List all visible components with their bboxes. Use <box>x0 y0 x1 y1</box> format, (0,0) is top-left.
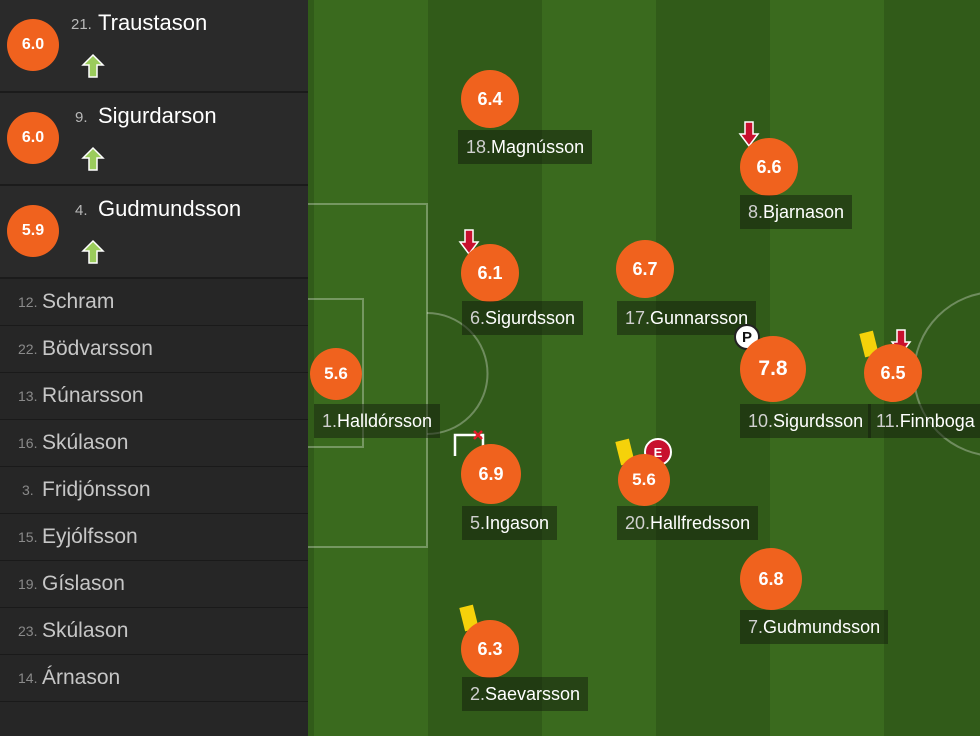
player-number: 20. <box>625 513 651 533</box>
rating-badge: 6.1 <box>461 244 519 302</box>
player-name: Fridjónsson <box>42 478 151 501</box>
player-label: 20.Hallfredsson <box>617 506 759 540</box>
rating-badge: 6.6 <box>740 138 798 196</box>
player-number: 6. <box>470 308 486 328</box>
player-name: Skúlason <box>42 431 129 454</box>
bench-player-row[interactable]: 14.Árnason <box>0 655 308 702</box>
player-number: 1. <box>322 411 338 431</box>
player-number: 9. <box>75 109 88 126</box>
player-name: Finnboga <box>899 411 975 431</box>
player-label: 7.Gudmundsson <box>740 610 889 644</box>
rating-badge: 5.6 <box>310 348 362 400</box>
player-number: 4. <box>75 202 88 219</box>
player-label: 2.Saevarsson <box>462 677 589 711</box>
player-label: 11.Finnboga <box>868 404 980 438</box>
player-number: 21. <box>71 16 92 33</box>
substitute-row[interactable]: 6.0 9. Sigurdarson <box>0 93 308 186</box>
player-number: 16. <box>18 435 38 451</box>
player-name: Gudmundsson <box>98 196 242 221</box>
player-number: 11. <box>876 411 900 431</box>
player-number: 12. <box>18 294 38 310</box>
sub-in-arrow-icon <box>81 53 105 78</box>
bench-player-row[interactable]: 3. Fridjónsson <box>0 467 308 514</box>
player-name: Skúlason <box>42 619 129 642</box>
bench-player-row[interactable]: 12.Schram <box>0 279 308 326</box>
rating-badge: 6.3 <box>461 620 519 678</box>
player-name: Árnason <box>42 666 121 689</box>
player-name: Eyjólfsson <box>42 525 138 548</box>
player-number: 19. <box>18 576 38 592</box>
player-name: Saevarsson <box>485 684 581 704</box>
player-name: Traustason <box>98 10 208 35</box>
player-label: 10.Sigurdsson <box>740 404 872 438</box>
player-name: Sigurdsson <box>485 308 576 328</box>
player-name: Ingason <box>485 513 550 533</box>
player-label: 1.Halldórsson <box>314 404 441 438</box>
player-number: 8. <box>748 202 764 222</box>
substitute-row[interactable]: 6.0 21. Traustason <box>0 0 308 93</box>
pitch: 6.4 18.Magnússon 6.6 8.Bjarnason 6.1 6.S… <box>308 0 980 736</box>
player-name: Magnússon <box>491 137 585 157</box>
player-name: Sigurdarson <box>98 103 217 128</box>
rating-badge: 6.5 <box>864 344 922 402</box>
player-name: Bödvarsson <box>42 337 153 360</box>
bench-player-row[interactable]: 23.Skúlason <box>0 608 308 655</box>
player-name: Rúnarsson <box>42 384 144 407</box>
player-number: 17. <box>625 308 651 328</box>
player-name: Schram <box>42 290 115 313</box>
substitute-row[interactable]: 5.9 4. Gudmundsson <box>0 186 308 279</box>
sub-in-arrow-icon <box>81 146 105 171</box>
player-name: Hallfredsson <box>650 513 751 533</box>
player-label: 17.Gunnarsson <box>617 301 757 335</box>
player-label: 18.Magnússon <box>458 130 593 164</box>
player-label: 8.Bjarnason <box>740 195 853 229</box>
player-label: 5.Ingason <box>462 506 558 540</box>
player-name: Bjarnason <box>763 202 845 222</box>
player-name: Gunnarsson <box>650 308 749 328</box>
rating-badge: 6.9 <box>461 444 521 504</box>
player-name: Gíslason <box>42 572 125 595</box>
player-number: 5. <box>470 513 486 533</box>
bench-player-row[interactable]: 19.Gíslason <box>0 561 308 608</box>
rating-badge: 5.9 <box>7 205 59 257</box>
player-number: 3. <box>22 482 34 498</box>
bench-player-row[interactable]: 15.Eyjólfsson <box>0 514 308 561</box>
player-name: Sigurdsson <box>773 411 864 431</box>
sidebar: 6.0 21. Traustason 6.0 9. Sigurdarson 5.… <box>0 0 308 736</box>
player-number: 13. <box>18 388 38 404</box>
bench-player-row[interactable]: 22.Bödvarsson <box>0 326 308 373</box>
rating-badge: 6.0 <box>7 19 59 71</box>
rating-badge: 6.7 <box>616 240 674 298</box>
rating-badge: 6.4 <box>461 70 519 128</box>
rating-badge: 6.0 <box>7 112 59 164</box>
player-label: 6.Sigurdsson <box>462 301 584 335</box>
player-name: Halldórsson <box>337 411 433 431</box>
rating-badge: 6.8 <box>740 548 802 610</box>
player-number: 15. <box>18 529 38 545</box>
player-number: 23. <box>18 623 38 639</box>
player-number: 7. <box>748 617 764 637</box>
sub-out-arrow-icon <box>738 121 760 148</box>
bench-player-row[interactable]: 13.Rúnarsson <box>0 373 308 420</box>
player-number: 14. <box>18 670 38 686</box>
player-number: 10. <box>748 411 774 431</box>
rating-badge: 5.6 <box>618 454 670 506</box>
bench-player-row[interactable]: 16.Skúlason <box>0 420 308 467</box>
player-number: 2. <box>470 684 486 704</box>
player-name: Gudmundsson <box>763 617 881 637</box>
player-number: 22. <box>18 341 38 357</box>
sub-in-arrow-icon <box>81 239 105 264</box>
rating-badge: 7.8 <box>740 336 806 402</box>
player-number: 18. <box>466 137 492 157</box>
